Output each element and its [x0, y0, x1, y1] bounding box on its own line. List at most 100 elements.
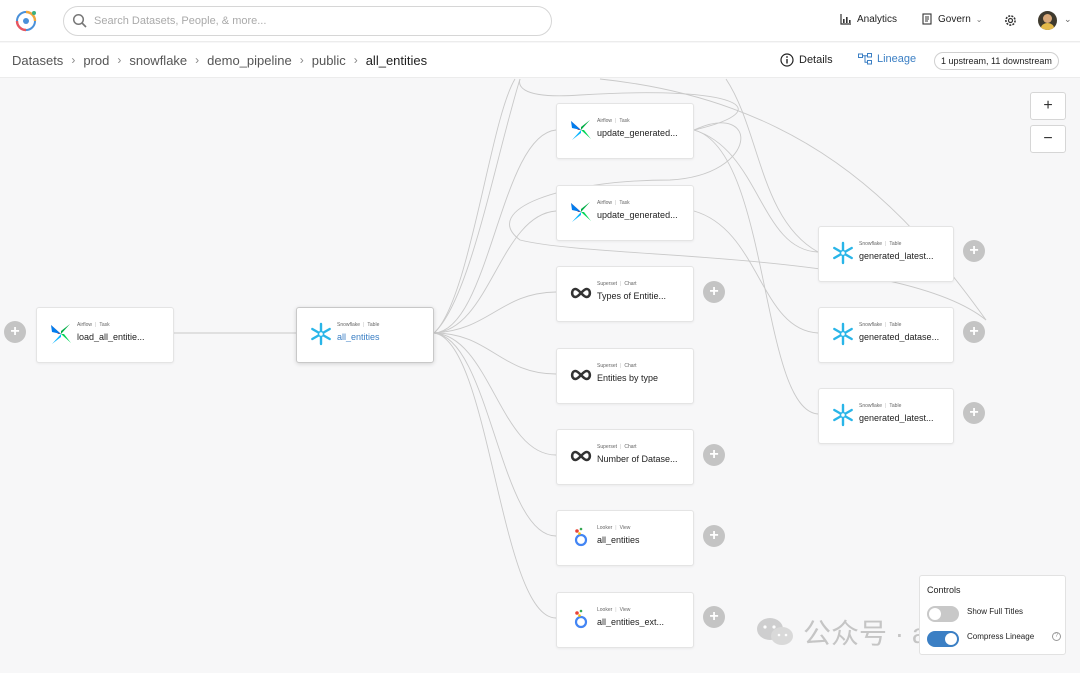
- node-type: Table: [367, 322, 380, 328]
- analytics-link[interactable]: Analytics: [840, 13, 897, 25]
- node-type: View: [619, 607, 631, 613]
- controls-title: Controls: [927, 585, 961, 595]
- app-logo-icon[interactable]: [12, 7, 40, 35]
- breadcrumb-item[interactable]: prod: [83, 53, 110, 68]
- lineage-tab[interactable]: Lineage: [858, 53, 916, 65]
- breadcrumb-item[interactable]: snowflake: [129, 53, 188, 68]
- lineage-node-looker-view[interactable]: Looker|View all_entities: [556, 510, 694, 566]
- lineage-label: Lineage: [877, 53, 917, 65]
- node-type: View: [619, 525, 631, 531]
- document-icon: [922, 13, 932, 25]
- lineage-node-airflow-task[interactable]: Airflow|Task update_generated...: [556, 103, 694, 159]
- lineage-edge: [433, 332, 557, 456]
- node-platform: Looker: [597, 525, 613, 531]
- expand-downstream-button[interactable]: +: [703, 525, 725, 547]
- lineage-edge: [693, 129, 819, 253]
- node-platform: Snowflake: [859, 322, 883, 328]
- show-full-titles-label: Show Full Titles: [967, 607, 1024, 616]
- lineage-node-snowflake-table[interactable]: Snowflake|Table generated_latest...: [818, 388, 954, 444]
- node-type: Table: [889, 403, 902, 409]
- chevron-down-icon: ⌄: [975, 14, 983, 24]
- node-platform: Snowflake: [337, 322, 361, 328]
- breadcrumb-item[interactable]: Datasets: [12, 53, 64, 68]
- node-meta: Snowflake|Table: [859, 241, 902, 247]
- lineage-edge: [725, 78, 819, 253]
- lineage-node-superset-chart[interactable]: Superset|Chart Entities by type: [556, 348, 694, 404]
- node-platform: Airflow: [597, 200, 613, 206]
- lineage-node-superset-chart[interactable]: Superset|Chart Types of Entitie...: [556, 266, 694, 322]
- bar-chart-icon: [840, 14, 851, 25]
- controls-panel: Controls Show Full Titles Compress Linea…: [919, 575, 1066, 655]
- expand-downstream-button[interactable]: +: [703, 444, 725, 466]
- looker-icon: [574, 527, 588, 547]
- node-meta: Superset|Chart: [597, 281, 637, 287]
- breadcrumb-item[interactable]: public: [311, 53, 346, 68]
- node-platform: Snowflake: [859, 403, 883, 409]
- lineage-node-snowflake-table[interactable]: Snowflake|Table generated_datase...: [818, 307, 954, 363]
- node-title: all_entities_ext...: [597, 617, 665, 627]
- expand-downstream-button[interactable]: +: [703, 606, 725, 628]
- lineage-node-snowflake-table[interactable]: Snowflake|Table generated_latest...: [818, 226, 954, 282]
- details-tab[interactable]: Details: [780, 53, 833, 67]
- snowflake-icon: [833, 241, 853, 265]
- lineage-edge: [433, 291, 557, 334]
- node-meta: Airflow|Task: [597, 118, 630, 124]
- chevron-right-icon: ›: [71, 53, 76, 67]
- lineage-edge: [693, 210, 819, 334]
- superset-icon: [570, 287, 592, 299]
- zoom-out-button[interactable]: −: [1030, 125, 1066, 153]
- compress-lineage-toggle[interactable]: [927, 631, 959, 647]
- search-input[interactable]: [94, 15, 534, 27]
- node-title: all_entities: [597, 535, 640, 545]
- breadcrumb-item[interactable]: demo_pipeline: [207, 53, 292, 68]
- lineage-edge: [433, 332, 557, 537]
- node-platform: Superset: [597, 444, 618, 450]
- node-title: Number of Datase...: [597, 454, 678, 464]
- lineage-node-superset-chart[interactable]: Superset|Chart Number of Datase...: [556, 429, 694, 485]
- node-type: Task: [99, 322, 110, 328]
- node-type: Task: [619, 200, 630, 206]
- expand-downstream-button[interactable]: +: [703, 281, 725, 303]
- superset-icon: [570, 369, 592, 381]
- node-title: update_generated...: [597, 210, 678, 220]
- node-title: Entities by type: [597, 373, 659, 383]
- node-meta: Snowflake|Table: [337, 322, 380, 328]
- node-platform: Superset: [597, 363, 618, 369]
- chevron-right-icon: ›: [117, 53, 122, 67]
- node-type: Task: [619, 118, 630, 124]
- chevron-down-icon[interactable]: ⌄: [1064, 14, 1072, 24]
- lineage-node-looker-view[interactable]: Looker|View all_entities_ext...: [556, 592, 694, 648]
- search-icon: [72, 13, 87, 28]
- expand-downstream-button[interactable]: +: [963, 321, 985, 343]
- govern-menu[interactable]: Govern ⌄: [921, 13, 983, 25]
- lineage-edge: [433, 129, 557, 334]
- lineage-edge: [693, 129, 819, 415]
- snowflake-icon: [833, 322, 853, 346]
- looker-icon: [574, 609, 588, 629]
- node-meta: Airflow|Task: [77, 322, 110, 328]
- expand-downstream-button[interactable]: +: [963, 240, 985, 262]
- breadcrumb: Datasets › prod › snowflake › demo_pipeline…: [12, 53, 427, 68]
- airflow-icon: [51, 324, 71, 344]
- help-icon[interactable]: ?: [1052, 632, 1061, 641]
- user-avatar[interactable]: [1038, 11, 1057, 30]
- lineage-edge: [433, 210, 557, 334]
- chevron-right-icon: ›: [353, 53, 358, 67]
- node-type: Chart: [624, 281, 637, 287]
- expand-downstream-button[interactable]: +: [963, 402, 985, 424]
- chevron-right-icon: ›: [299, 53, 304, 67]
- expand-upstream-button[interactable]: +: [4, 321, 26, 343]
- search-bar[interactable]: [63, 6, 552, 36]
- analytics-label: Analytics: [857, 13, 898, 25]
- node-title: all_entities: [337, 332, 380, 342]
- chevron-right-icon: ›: [195, 53, 200, 67]
- lineage-edge: [433, 332, 557, 619]
- zoom-in-button[interactable]: +: [1030, 92, 1066, 120]
- lineage-node-airflow-task[interactable]: Airflow|Task update_generated...: [556, 185, 694, 241]
- lineage-node-airflow-task[interactable]: Airflow|Task load_all_entitie...: [36, 307, 174, 363]
- lineage-node-selected[interactable]: Snowflake|Table all_entities: [296, 307, 434, 363]
- airflow-icon: [571, 120, 591, 140]
- snowflake-icon: [311, 322, 331, 346]
- gear-icon[interactable]: [1004, 14, 1017, 27]
- show-full-titles-toggle[interactable]: [927, 606, 959, 622]
